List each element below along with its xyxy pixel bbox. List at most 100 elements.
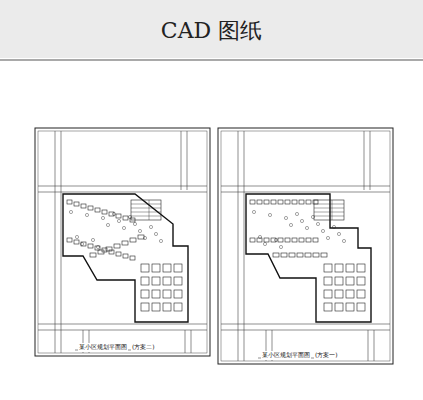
tree bbox=[342, 239, 345, 242]
table-line bbox=[131, 216, 161, 217]
plan-caption: (方案二) bbox=[131, 343, 156, 352]
building bbox=[305, 253, 311, 257]
building bbox=[324, 290, 332, 298]
road-edge bbox=[61, 131, 62, 353]
building bbox=[141, 303, 149, 311]
table-line bbox=[314, 204, 344, 205]
site-boundary bbox=[246, 194, 371, 322]
tree bbox=[122, 226, 125, 229]
building bbox=[67, 238, 72, 242]
tree bbox=[300, 219, 303, 222]
building bbox=[313, 238, 318, 242]
road-edge bbox=[191, 330, 192, 353]
road-edge bbox=[368, 330, 369, 361]
table-line bbox=[131, 212, 161, 213]
tree bbox=[316, 222, 319, 225]
table-line bbox=[131, 204, 161, 205]
building bbox=[174, 290, 182, 298]
building bbox=[299, 238, 304, 242]
building bbox=[116, 214, 121, 218]
road-edge bbox=[38, 192, 207, 193]
plan-caption: 某小区规划平面图 bbox=[78, 343, 128, 352]
building bbox=[335, 264, 343, 272]
building bbox=[250, 238, 255, 242]
building bbox=[271, 200, 276, 204]
building bbox=[141, 264, 149, 272]
building bbox=[81, 242, 86, 246]
table-line bbox=[332, 200, 333, 220]
tree bbox=[326, 236, 329, 239]
tree bbox=[274, 238, 277, 241]
building bbox=[289, 253, 295, 257]
building bbox=[98, 250, 104, 254]
tree bbox=[337, 232, 340, 235]
building bbox=[299, 200, 304, 204]
building bbox=[174, 264, 182, 272]
building bbox=[141, 290, 149, 298]
building bbox=[335, 290, 343, 298]
table-line bbox=[149, 200, 150, 220]
building bbox=[90, 253, 96, 257]
building bbox=[174, 277, 182, 285]
site-boundary bbox=[63, 194, 188, 322]
building bbox=[335, 277, 343, 285]
building bbox=[163, 264, 171, 272]
building bbox=[321, 253, 327, 257]
tree bbox=[101, 216, 104, 219]
building bbox=[74, 240, 79, 244]
tree bbox=[268, 213, 271, 216]
road-edge bbox=[221, 186, 390, 187]
building bbox=[346, 277, 354, 285]
tree bbox=[75, 235, 78, 238]
plan-caption: 某小区规划平面图 bbox=[261, 351, 311, 360]
plan-caption: (方案一) bbox=[314, 351, 339, 360]
building bbox=[109, 250, 114, 254]
table-line bbox=[314, 208, 344, 209]
building bbox=[324, 303, 332, 311]
table-line bbox=[131, 208, 161, 209]
building bbox=[130, 238, 136, 242]
table bbox=[131, 200, 161, 220]
building bbox=[67, 200, 72, 204]
building bbox=[297, 253, 303, 257]
building bbox=[292, 238, 297, 242]
road-edge bbox=[38, 330, 207, 331]
road-edge bbox=[38, 186, 207, 187]
road-edge bbox=[374, 330, 375, 361]
building bbox=[116, 252, 121, 256]
building bbox=[313, 253, 319, 257]
tree bbox=[149, 225, 152, 228]
building bbox=[346, 303, 354, 311]
building bbox=[163, 277, 171, 285]
building bbox=[278, 238, 283, 242]
building bbox=[306, 238, 311, 242]
road-edge bbox=[55, 131, 56, 353]
road-edge bbox=[244, 131, 245, 361]
road-edge bbox=[221, 324, 390, 325]
drawing-frame bbox=[218, 128, 393, 364]
road-edge bbox=[181, 131, 182, 190]
building bbox=[250, 200, 255, 204]
building bbox=[163, 290, 171, 298]
tree bbox=[85, 213, 88, 216]
building bbox=[174, 303, 182, 311]
building bbox=[335, 303, 343, 311]
tree bbox=[258, 235, 261, 238]
tree bbox=[80, 242, 83, 245]
building bbox=[106, 247, 112, 251]
tree bbox=[112, 212, 115, 215]
drawing-frame bbox=[35, 128, 210, 356]
building bbox=[81, 204, 86, 208]
road-edge bbox=[364, 131, 365, 190]
building bbox=[346, 264, 354, 272]
tree bbox=[321, 229, 324, 232]
building bbox=[264, 200, 269, 204]
tree bbox=[91, 238, 94, 241]
tree bbox=[154, 232, 157, 235]
road-edge bbox=[185, 330, 186, 353]
building bbox=[123, 216, 128, 220]
building bbox=[306, 200, 311, 204]
table bbox=[314, 200, 344, 220]
tree bbox=[295, 212, 298, 215]
